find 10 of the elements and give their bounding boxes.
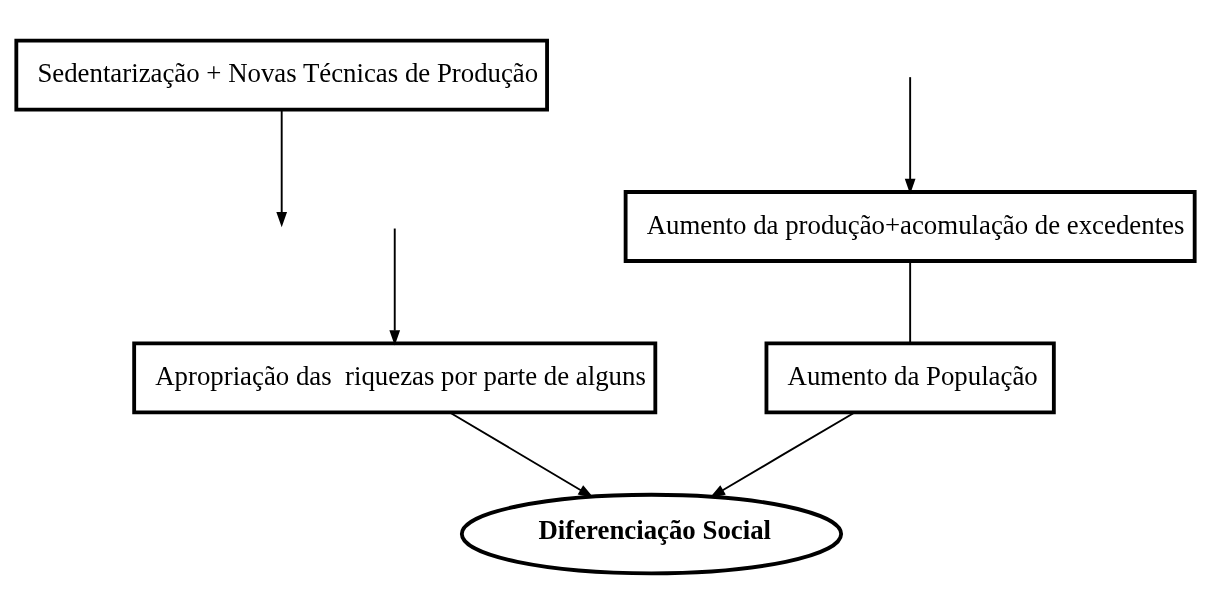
arrow [448, 411, 594, 498]
connector [909, 260, 912, 345]
node-box: Aumento da produção+acomulação de excedentes [623, 190, 1197, 263]
node-box: Sedentarização + Novas Técnicas de Produção [14, 38, 549, 112]
arrow [276, 108, 288, 228]
node-box: Aumento da População [764, 341, 1056, 415]
node-box: Apropriação das riquezas por parte de alguns [132, 341, 658, 415]
arrow [389, 227, 401, 346]
node-ellipse: Diferenciação Social [459, 492, 844, 576]
arrow [709, 411, 856, 498]
